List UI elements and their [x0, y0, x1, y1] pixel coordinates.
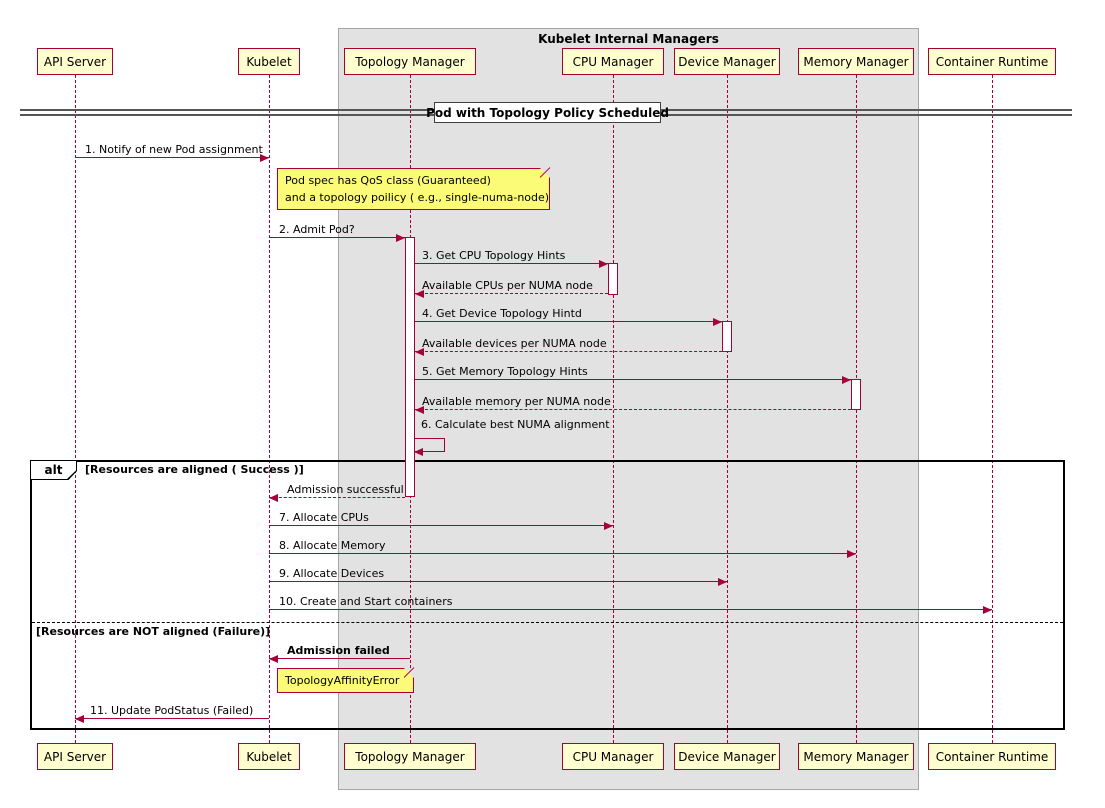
participant-cpu-manager-bottom: CPU Manager: [562, 743, 664, 770]
arrowhead-right: [842, 376, 851, 384]
arrowhead-left: [415, 406, 424, 414]
message-4: 4. Get Device Topology Hintd: [415, 307, 722, 326]
message-10: 10. Create and Start containers: [269, 595, 992, 614]
participant-label: CPU Manager: [572, 54, 654, 69]
note-fold-icon: [404, 668, 414, 678]
participant-kubelet-top: Kubelet: [238, 48, 300, 75]
arrowhead-left: [415, 348, 424, 356]
activation-memory-manager: [851, 379, 861, 410]
participant-cpu-manager-top: CPU Manager: [562, 48, 664, 75]
message-label: 8. Allocate Memory: [279, 539, 386, 552]
participant-label: Memory Manager: [803, 749, 909, 764]
activation-device-manager: [722, 321, 732, 352]
arrowhead-left: [415, 290, 424, 298]
message-label: 9. Allocate Devices: [279, 567, 385, 580]
participant-topology-manager-bottom: Topology Manager: [344, 743, 476, 770]
participant-memory-manager-top: Memory Manager: [798, 48, 914, 75]
message-6-self-arrow: [414, 438, 445, 456]
message-label: 2. Admit Pod?: [279, 223, 355, 236]
message-11: 11. Update PodStatus (Failed): [75, 704, 269, 723]
participant-label: Device Manager: [678, 54, 776, 69]
message-6-label: 6. Calculate best NUMA alignment: [421, 418, 610, 431]
alt-else-divider: [32, 622, 1063, 623]
message-admission-failed: Admission failed: [269, 644, 410, 663]
arrowhead-left: [269, 655, 278, 663]
participant-label: Memory Manager: [803, 54, 909, 69]
return-device-hints: Available devices per NUMA node: [415, 337, 722, 356]
message-label: Available memory per NUMA node: [422, 395, 611, 408]
message-label: Available devices per NUMA node: [422, 337, 607, 350]
alt-frame: alt: [30, 460, 1065, 730]
lifeline-container-runtime: [992, 75, 993, 743]
message-label: 5. Get Memory Topology Hints: [422, 365, 588, 378]
message-label: 1. Notify of new Pod assignment: [85, 143, 263, 156]
arrowhead-right: [604, 522, 613, 530]
lifeline-api-server: [75, 75, 76, 743]
arrowhead-right: [713, 318, 722, 326]
note-fold-icon: [540, 168, 550, 178]
participant-label: Device Manager: [678, 749, 776, 764]
participant-memory-manager-bottom: Memory Manager: [798, 743, 914, 770]
message-label: Admission successful: [287, 483, 404, 496]
participant-container-runtime-top: Container Runtime: [928, 48, 1056, 75]
note-text-line: Pod spec has QoS class (Guaranteed): [285, 174, 491, 187]
note-topology-affinity-error: TopologyAffinityError: [277, 667, 415, 693]
message-label: 3. Get CPU Topology Hints: [422, 249, 566, 262]
participant-api-server-bottom: API Server: [37, 743, 113, 770]
participant-label: API Server: [43, 749, 107, 764]
message-1: 1. Notify of new Pod assignment: [75, 143, 269, 162]
participant-device-manager-top: Device Manager: [674, 48, 780, 75]
alt-frame-tag-label: alt: [31, 461, 76, 479]
return-cpu-hints: Available CPUs per NUMA node: [415, 279, 608, 298]
message-label: 10. Create and Start containers: [279, 595, 453, 608]
arrowhead-right: [847, 550, 856, 558]
arrowhead-left: [75, 715, 84, 723]
arrowhead-left: [269, 494, 278, 502]
message-label: 11. Update PodStatus (Failed): [90, 704, 254, 717]
activation-topology-manager: [405, 237, 415, 497]
participant-label: Topology Manager: [355, 54, 465, 69]
message-9: 9. Allocate Devices: [269, 567, 727, 586]
arrowhead-right: [599, 260, 608, 268]
participant-kubelet-bottom: Kubelet: [238, 743, 300, 770]
participant-api-server-top: API Server: [37, 48, 113, 75]
participant-device-manager-bottom: Device Manager: [674, 743, 780, 770]
group-box-title: Kubelet Internal Managers: [538, 32, 719, 46]
alt-condition-failure: [Resources are NOT aligned (Failure)]: [36, 625, 271, 638]
activation-cpu-manager: [608, 263, 618, 295]
message-2: 2. Admit Pod?: [269, 223, 405, 242]
arrowhead-right: [396, 234, 405, 242]
lifeline-kubelet: [269, 75, 270, 743]
participant-label: Topology Manager: [355, 749, 465, 764]
note-pod-spec: Pod spec has QoS class (Guaranteed) and …: [277, 167, 551, 210]
message-7: 7. Allocate CPUs: [269, 511, 613, 530]
note-text-line: and a topology poilicy ( e.g., single-nu…: [285, 190, 550, 204]
divider-label: Pod with Topology Policy Scheduled: [426, 102, 669, 123]
participant-label: Container Runtime: [935, 54, 1049, 69]
message-label: Available CPUs per NUMA node: [422, 279, 593, 292]
arrowhead-left: [414, 448, 423, 456]
message-label: 4. Get Device Topology Hintd: [422, 307, 582, 320]
message-3: 3. Get CPU Topology Hints: [415, 249, 608, 268]
message-5: 5. Get Memory Topology Hints: [415, 365, 851, 384]
participant-topology-manager-top: Topology Manager: [344, 48, 476, 75]
arrowhead-right: [718, 578, 727, 586]
note-text-line: TopologyAffinityError: [285, 674, 400, 687]
participant-label: API Server: [43, 54, 107, 69]
participant-label: CPU Manager: [572, 749, 654, 764]
participant-label: Kubelet: [246, 749, 292, 764]
participant-container-runtime-bottom: Container Runtime: [928, 743, 1056, 770]
alt-frame-tag: alt: [30, 460, 77, 480]
participant-label: Kubelet: [246, 54, 292, 69]
message-label: Admission failed: [287, 644, 390, 657]
arrowhead-right: [260, 154, 269, 162]
message-label: 7. Allocate CPUs: [279, 511, 369, 524]
arrowhead-right: [983, 606, 992, 614]
message-8: 8. Allocate Memory: [269, 539, 856, 558]
participant-label: Container Runtime: [935, 749, 1049, 764]
message-admission-successful: Admission successful: [269, 483, 405, 502]
return-memory-hints: Available memory per NUMA node: [415, 395, 851, 414]
alt-condition-success: [Resources are aligned ( Success )]: [85, 463, 304, 476]
